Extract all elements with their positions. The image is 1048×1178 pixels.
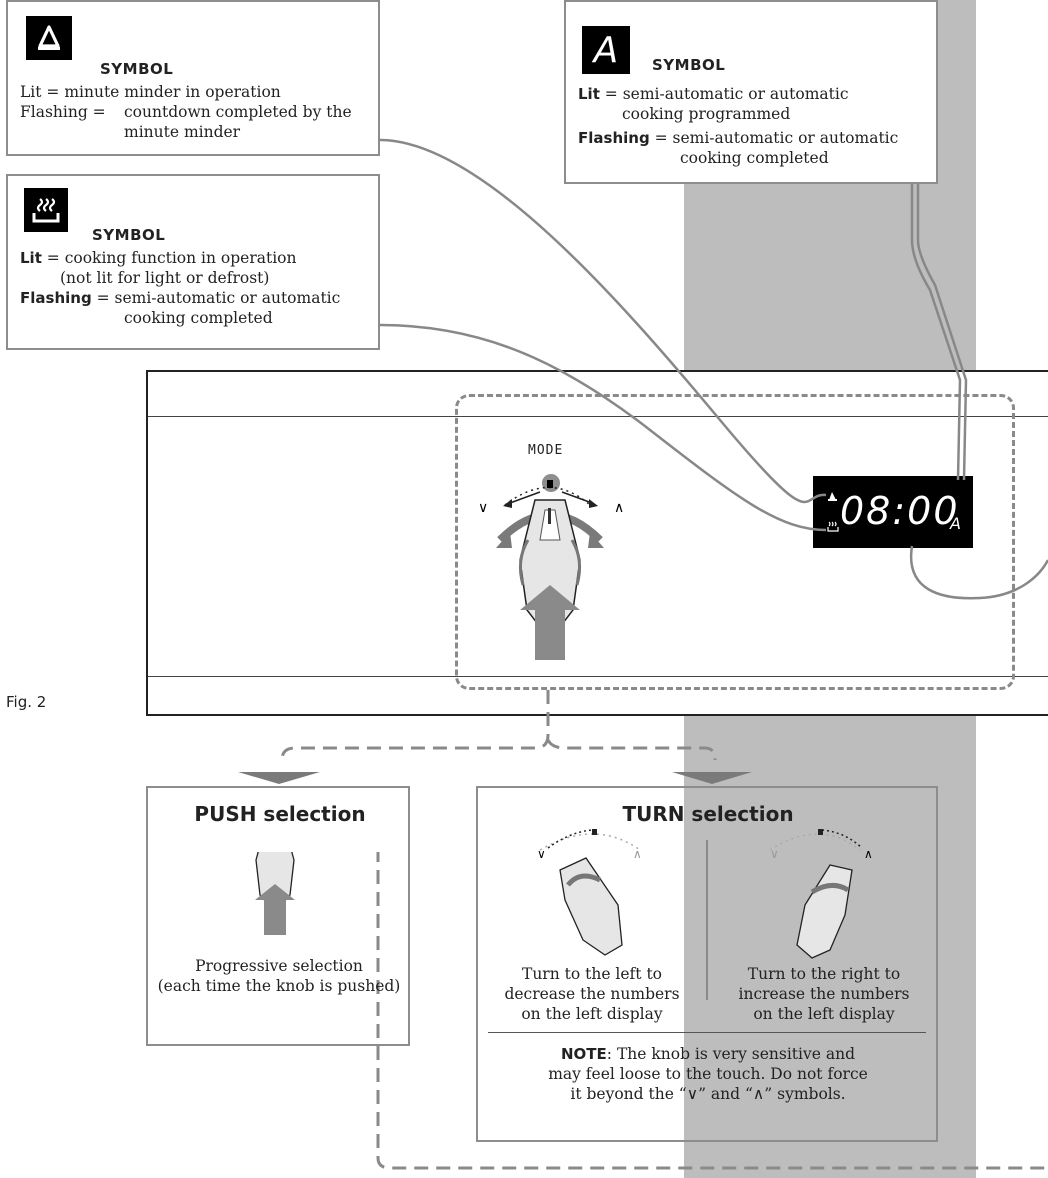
svg-text:∧: ∧ <box>614 500 624 516</box>
auto-leader-line-a <box>910 180 962 481</box>
auto-leader-line-b <box>916 180 968 481</box>
clock-display <box>813 476 973 548</box>
steam-flash-text: = semi-automatic or automatic <box>91 289 341 307</box>
note-line-1: NOTE: The knob is very sensitive and <box>478 1044 938 1064</box>
bell-flash-text-2: minute minder <box>124 123 241 141</box>
bell-lit-text: Lit = minute minder in operation <box>20 83 281 101</box>
turn-left-caption-1: Turn to the left to <box>521 965 663 983</box>
push-selection-frame: PUSH selection Progressive selection (ea… <box>146 786 410 1046</box>
steam-lit-text-2: (not lit for light or defrost) <box>60 269 270 287</box>
push-arrow <box>238 772 320 784</box>
auto-lit-label: Lit <box>578 85 600 103</box>
steam-symbol-box: SYMBOL Lit = cooking function in operati… <box>6 174 380 350</box>
turn-right-caption-3: on the left display <box>753 1005 895 1023</box>
svg-text:∨: ∨ <box>770 847 779 861</box>
mode-label: MODE <box>528 443 564 458</box>
turn-right-caption-2: increase the numbers <box>738 985 910 1003</box>
svg-text:∧: ∧ <box>633 847 642 861</box>
svg-text:∨: ∨ <box>537 847 546 861</box>
steam-lit-text: = cooking function in operation <box>41 249 297 267</box>
bell-icon <box>26 16 72 60</box>
steam-lit-line: Lit = cooking function in operation <box>20 248 297 268</box>
note-line-3: it beyond the “∨” and “∧” symbols. <box>570 1085 846 1103</box>
turn-left-caption-3: on the left display <box>521 1005 663 1023</box>
bell-flash-label: Flashing = <box>20 103 106 121</box>
bottom-connector <box>376 848 1048 1170</box>
lcd-bell-icon <box>828 492 837 501</box>
steam-leader-line <box>379 323 827 532</box>
steam-flash-text-2: cooking completed <box>124 309 273 327</box>
turn-right-caption-1: Turn to the right to <box>747 965 901 983</box>
turn-left-caption-2: decrease the numbers <box>504 985 680 1003</box>
push-connector <box>280 690 550 761</box>
auto-symbol-title: SYMBOL <box>652 56 726 74</box>
note-text-1: : The knob is very sensitive and <box>606 1045 855 1063</box>
figure-label: Fig. 2 <box>6 693 47 711</box>
auto-flash-line: Flashing = semi-automatic or automatic <box>578 128 898 148</box>
svg-text:∧: ∧ <box>864 847 873 861</box>
bell-flash-text: countdown completed by the <box>124 103 352 121</box>
turn-title: TURN selection <box>622 802 794 826</box>
steam-symbol-title: SYMBOL <box>92 226 166 244</box>
panel-divider-bottom <box>148 676 1048 677</box>
note-line-2: may feel loose to the touch. Do not forc… <box>548 1065 868 1083</box>
turn-selection-box: TURN selection Turn to the left to decre… <box>476 786 938 1142</box>
bell-symbol-title: SYMBOL <box>100 60 174 78</box>
bell-leader-line <box>379 138 827 504</box>
turn-right-knob-illustration: ∨ ∧ <box>769 829 873 959</box>
steam-flash-line: Flashing = semi-automatic or automatic <box>20 288 340 308</box>
bell-symbol-box: SYMBOL Lit = minute minder in operation … <box>6 0 380 156</box>
auto-flash-text-2: cooking completed <box>680 149 829 167</box>
turn-arrow <box>672 772 752 784</box>
auto-a-glyph: A <box>593 29 619 71</box>
push-title: PUSH selection <box>194 802 366 826</box>
auto-symbol-box: A SYMBOL Lit = semi-automatic or automat… <box>564 0 938 184</box>
auto-a-icon: A <box>582 26 630 74</box>
panel-divider-top <box>148 416 1048 417</box>
main-knob-group: ∨ ∧ <box>478 480 624 660</box>
svg-text:∨: ∨ <box>478 500 488 516</box>
display-auto-symbol: A <box>950 514 961 533</box>
display-digits: 08:00 <box>840 489 960 533</box>
steam-pan-icon <box>24 188 68 232</box>
steam-lit-label: Lit <box>20 249 42 267</box>
steam-flash-label: Flashing <box>20 289 92 307</box>
digits-leader-line <box>909 545 1048 600</box>
push-selection-box <box>154 786 404 852</box>
auto-flash-label: Flashing <box>578 129 650 147</box>
lcd-steam-icon <box>827 521 839 532</box>
auto-lit-line: Lit = semi-automatic or automatic <box>578 84 849 104</box>
auto-flash-text: = semi-automatic or automatic <box>649 129 899 147</box>
turn-connector <box>546 739 717 761</box>
note-label: NOTE <box>561 1045 607 1063</box>
auto-lit-text-2: cooking programmed <box>622 105 791 123</box>
note-divider <box>488 1032 926 1033</box>
control-highlight-frame <box>455 394 1015 690</box>
turn-left-knob-illustration: ∨ ∧ <box>537 829 642 956</box>
auto-lit-text: = semi-automatic or automatic <box>599 85 849 103</box>
push-caption-2: (each time the knob is pushed) <box>157 977 401 995</box>
push-caption-1: Progressive selection <box>195 957 363 975</box>
